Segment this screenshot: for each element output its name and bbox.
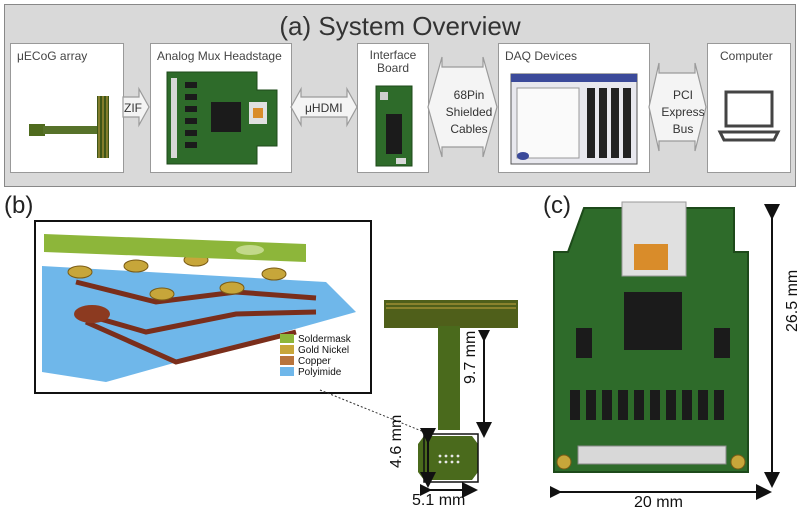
system-overview-panel: (a) System Overview μECoG array Analog M… (4, 4, 796, 187)
stage-label-computer: Computer (720, 49, 773, 63)
stage-label-headstage: Analog Mux Headstage (157, 49, 282, 63)
panel-a-title: System Overview (318, 11, 521, 41)
panel-b-label: (b) (4, 192, 34, 219)
board-dimension-arrows (550, 204, 780, 500)
panel-c-label: (c) (543, 192, 571, 219)
zoom-guide-line (319, 389, 425, 433)
stage-computer: Computer (707, 43, 791, 173)
stage-interface-board: Interface Board (357, 43, 429, 173)
dim-tip-height: 4.6 mm (388, 414, 405, 468)
stage-label-interface-board: Interface Board (369, 48, 417, 75)
dim-board-height: 26.5 mm (784, 269, 800, 332)
connector-uhdmi: μHDMI (305, 101, 343, 115)
connector-zif: ZIF (124, 101, 142, 115)
legend-item-soldermask: Soldermask (280, 334, 351, 345)
laptop-icon (717, 90, 781, 142)
headstage-board-image (166, 71, 278, 165)
connector-pci-express: PCI Express Bus (661, 88, 705, 136)
daq-chassis-image (510, 73, 638, 165)
dim-tip-width: 5.1 mm (412, 492, 466, 509)
stage-daq-devices: DAQ Devices (498, 43, 650, 173)
legend-item-polyimide: Polyimide (280, 367, 351, 378)
stage-uecog-array: μECoG array (10, 43, 124, 173)
stage-label-daq: DAQ Devices (505, 49, 578, 63)
connector-arrows (122, 56, 707, 158)
layer-legend: Soldermask Gold Nickel Copper Polyimide (280, 334, 351, 378)
connector-68pin-cables: 68Pin Shielded Cables (445, 88, 493, 136)
uecog-array-image (29, 96, 109, 158)
dim-board-width: 20 mm (634, 494, 683, 511)
stage-analog-mux-headstage: Analog Mux Headstage (150, 43, 292, 173)
probe-dimension-arrows (420, 330, 492, 498)
interface-board-image (375, 85, 413, 167)
headstage-board-closeup (553, 201, 749, 473)
dim-stem-length: 9.7 mm (462, 330, 479, 384)
layer-stack-inset: Soldermask Gold Nickel Copper Polyimide (34, 220, 372, 394)
panel-a-heading: (a) System Overview (5, 11, 795, 42)
legend-item-gold-nickel: Gold Nickel (280, 345, 351, 356)
legend-item-copper: Copper (280, 356, 351, 367)
stage-label-uecog: μECoG array (17, 49, 88, 63)
layer-stack-illustration (42, 234, 356, 382)
panel-a-label: (a) (279, 11, 312, 41)
